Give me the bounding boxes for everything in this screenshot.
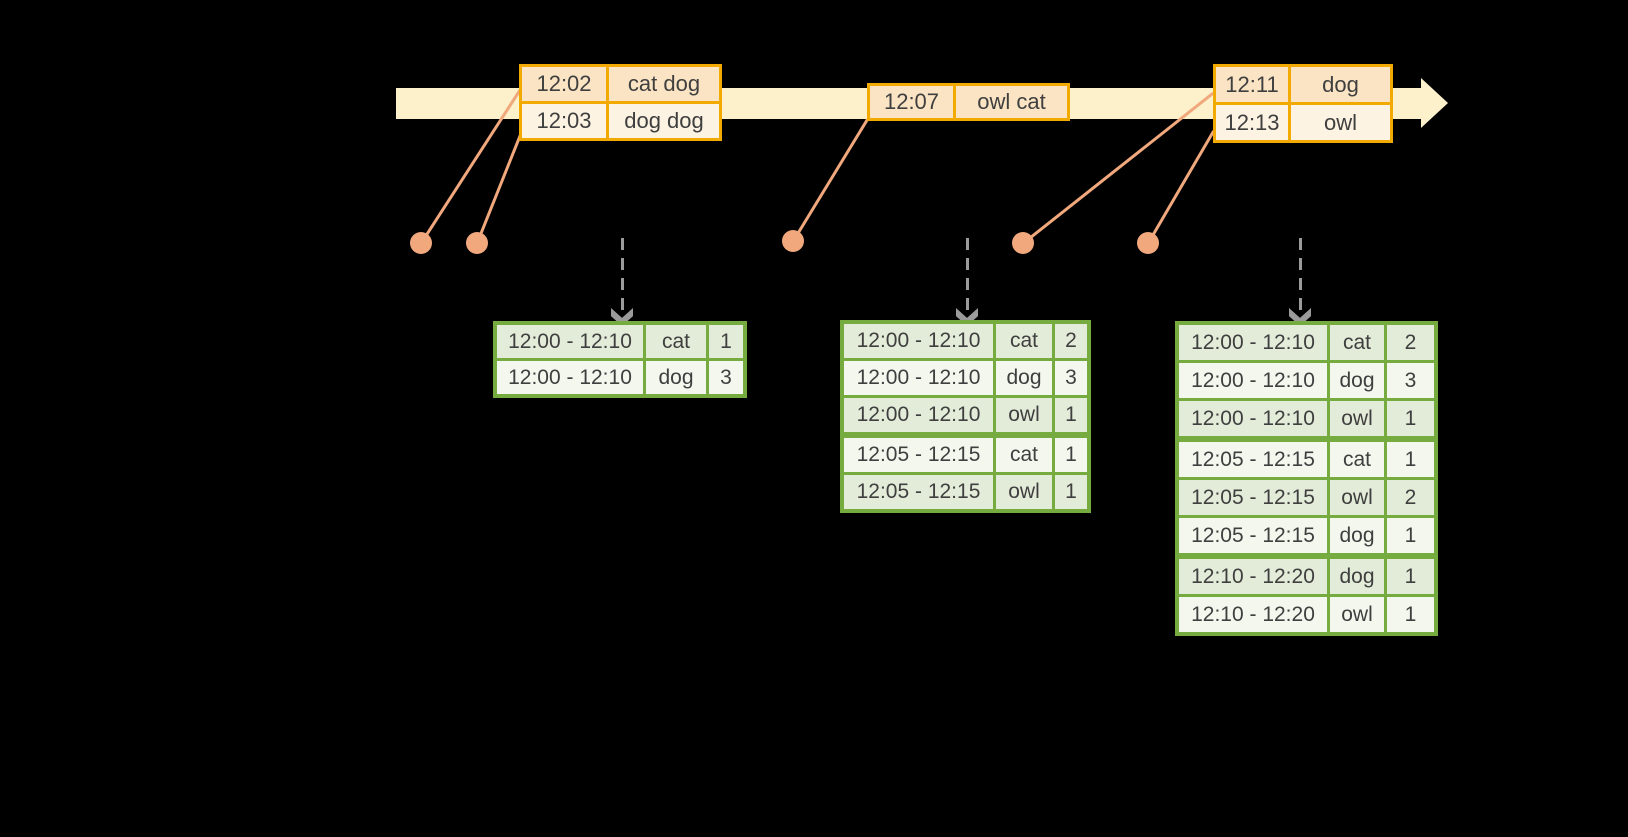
count-cell: 1: [1055, 438, 1087, 472]
word-cell: cat: [646, 325, 706, 358]
window-cell: 12:05 - 12:15: [1179, 518, 1327, 553]
count-cell: 1: [1387, 597, 1434, 632]
event-dot: [1137, 232, 1159, 254]
window-cell: 12:05 - 12:15: [844, 475, 993, 509]
word-cell: owl: [1330, 597, 1384, 632]
count-cell: 1: [1055, 475, 1087, 509]
count-cell: 1: [1387, 559, 1434, 594]
trigger-arrow: [620, 238, 624, 310]
window-cell: 12:00 - 12:10: [1179, 325, 1327, 360]
window-cell: 12:00 - 12:10: [1179, 401, 1327, 436]
event-connector-line: [791, 117, 870, 242]
event-words-cell: cat dog: [609, 67, 719, 101]
window-cell: 12:10 - 12:20: [1179, 597, 1327, 632]
word-cell: dog: [996, 361, 1052, 395]
count-cell: 1: [709, 325, 743, 358]
timeline-arrowhead: [1421, 78, 1448, 128]
count-cell: 2: [1387, 325, 1434, 360]
count-cell: 3: [1055, 361, 1087, 395]
window-cell: 12:00 - 12:10: [844, 361, 993, 395]
word-cell: cat: [996, 438, 1052, 472]
event-dot: [1012, 232, 1034, 254]
trigger-arrow: [965, 238, 969, 310]
word-cell: cat: [1330, 325, 1384, 360]
event-time-cell: 12:03: [522, 104, 606, 138]
event-time-cell: 12:02: [522, 67, 606, 101]
event-words-cell: dog: [1291, 67, 1390, 102]
trigger-arrow: [1298, 238, 1302, 310]
window-cell: 12:00 - 12:10: [497, 361, 643, 394]
count-cell: 1: [1055, 398, 1087, 432]
count-cell: 3: [709, 361, 743, 394]
word-cell: dog: [1330, 518, 1384, 553]
word-cell: owl: [1330, 480, 1384, 515]
window-cell: 12:05 - 12:15: [844, 438, 993, 472]
event-dot: [466, 232, 488, 254]
window-cell: 12:00 - 12:10: [1179, 363, 1327, 398]
window-cell: 12:10 - 12:20: [1179, 559, 1327, 594]
event-dot: [410, 232, 432, 254]
count-cell: 1: [1387, 442, 1434, 477]
event-words-cell: owl: [1291, 105, 1390, 140]
word-cell: cat: [996, 324, 1052, 358]
window-cell: 12:05 - 12:15: [1179, 442, 1327, 477]
event-words-cell: dog dog: [609, 104, 719, 138]
word-cell: owl: [996, 398, 1052, 432]
word-cell: dog: [646, 361, 706, 394]
count-cell: 3: [1387, 363, 1434, 398]
event-time-cell: 12:07: [870, 86, 953, 118]
word-cell: owl: [1330, 401, 1384, 436]
event-time-cell: 12:13: [1216, 105, 1288, 140]
count-cell: 1: [1387, 518, 1434, 553]
word-cell: dog: [1330, 363, 1384, 398]
word-cell: dog: [1330, 559, 1384, 594]
window-cell: 12:00 - 12:10: [844, 398, 993, 432]
event-dot: [782, 230, 804, 252]
window-cell: 12:00 - 12:10: [497, 325, 643, 358]
word-cell: owl: [996, 475, 1052, 509]
word-cell: cat: [1330, 442, 1384, 477]
event-time-cell: 12:11: [1216, 67, 1288, 102]
window-cell: 12:05 - 12:15: [1179, 480, 1327, 515]
window-cell: 12:00 - 12:10: [844, 324, 993, 358]
count-cell: 2: [1387, 480, 1434, 515]
count-cell: 1: [1387, 401, 1434, 436]
event-words-cell: owl cat: [956, 86, 1067, 118]
count-cell: 2: [1055, 324, 1087, 358]
event-connector-line: [1146, 129, 1216, 244]
